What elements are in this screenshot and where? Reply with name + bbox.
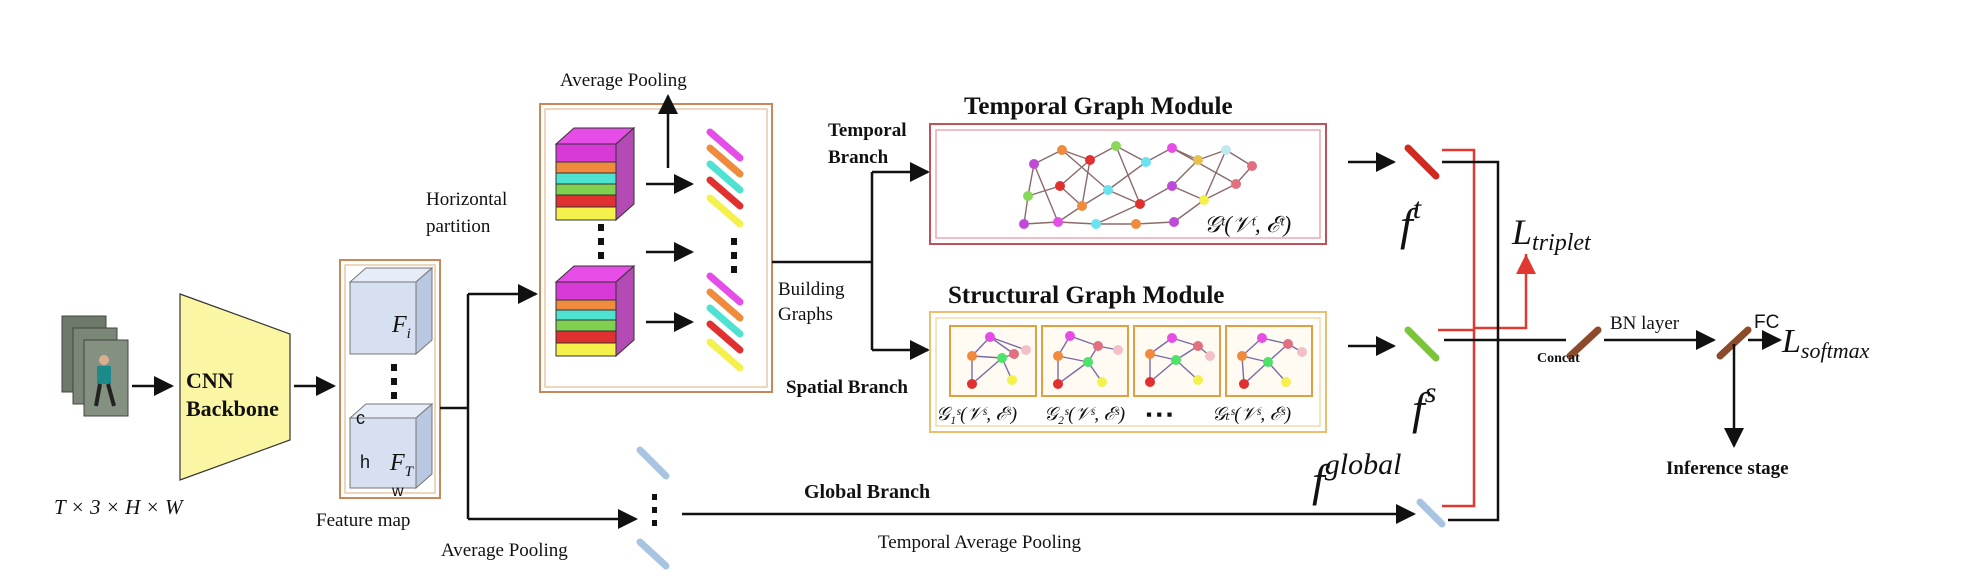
temporal-module-title: Temporal Graph Module (964, 93, 1233, 120)
temporal-module-outer-border (929, 123, 1327, 245)
feature-cube-bottom-label: FT (389, 450, 415, 480)
striped-cube-bottom (554, 264, 636, 358)
dim-c-label: c (356, 408, 365, 428)
spatial-graph-3 (1133, 325, 1221, 397)
spatial-graph-formula-3: 𝒢ₜˢ(𝒱ˢ, ℰˢ) (1212, 404, 1291, 425)
partition-dots-right (731, 238, 737, 273)
fc-label: FC (1754, 312, 1779, 333)
feature-map-label: Feature map (316, 510, 410, 531)
feature-cube-bottom (348, 402, 434, 490)
softmax-loss-label: Lsoftmax (1781, 323, 1870, 363)
partition-outer-border (539, 103, 773, 393)
spatial-feature-bar (1404, 326, 1440, 362)
global-feature-bar (1416, 498, 1446, 528)
spatial-feature-label: fs (1412, 376, 1436, 434)
bn-output-bar (1716, 326, 1752, 360)
structural-module-inner-border (935, 317, 1321, 427)
building-graphs-connectors (772, 162, 930, 360)
concat-bar (1566, 326, 1602, 360)
triplet-loss-label: Ltriplet (1511, 212, 1592, 256)
temporal-feature-bar (1404, 144, 1440, 180)
partition-inner-border (544, 108, 768, 388)
building-graphs-line1: Building (778, 279, 845, 300)
spatial-graph-4 (1225, 325, 1313, 397)
spatial-ellipsis: ▪ ▪ ▪ (1146, 405, 1173, 424)
feature-map-inner-border (344, 264, 436, 494)
average-pooling-bottom-label: Average Pooling (441, 540, 568, 561)
temporal-average-pooling-label: Temporal Average Pooling (878, 532, 1082, 553)
horizontal-partition-line2: partition (426, 216, 491, 237)
feature-split-connectors (440, 284, 638, 529)
dim-w-label: w (391, 483, 404, 500)
backbone-label-line2: Backbone (186, 396, 279, 421)
spatial-graph-2 (1041, 325, 1129, 397)
feature-cube-top (348, 266, 434, 356)
inference-stage-label: Inference stage (1666, 458, 1789, 479)
input-frames (61, 315, 129, 417)
feature-cube-top-label: Fi (391, 312, 411, 342)
horizontal-partition-line1: Horizontal (426, 189, 507, 210)
partition-dots-left (598, 224, 604, 259)
spatial-graph-formula-2: 𝒢₂ˢ(𝒱ˢ, ℰˢ) (1044, 404, 1125, 425)
part-feature-bars (706, 128, 744, 372)
concat-connectors (1442, 160, 1566, 522)
spatial-graph-formula-1: 𝒢₁ˢ(𝒱ˢ, ℰˢ) (936, 404, 1017, 425)
partition-arrows (646, 94, 694, 332)
dim-h-label: h (360, 452, 370, 472)
global-branch-label: Global Branch (804, 481, 930, 503)
spatial-branch-label: Spatial Branch (786, 377, 908, 398)
cnn-backbone (179, 293, 291, 481)
global-feature-label: fglobal (1312, 448, 1401, 506)
global-pooling-dots (652, 494, 657, 526)
global-pooling-bars (636, 446, 670, 570)
average-pooling-top-label: Average Pooling (560, 70, 687, 91)
temporal-graph-formula: 𝒢ᵗ(𝒱ᵗ, ℰᵗ) (1204, 212, 1291, 237)
bn-layer-label: BN layer (1610, 313, 1680, 334)
triplet-connectors (1438, 148, 1528, 508)
striped-cube-top (554, 126, 636, 222)
temporal-graph-nodes (1019, 141, 1257, 229)
structural-module-outer-border (929, 311, 1327, 433)
input-shape-label: T × 3 × H × W (54, 495, 185, 519)
concat-label: Concat (1537, 351, 1580, 366)
temporal-branch-line1: Temporal (828, 120, 906, 141)
backbone-label-line1: CNN (186, 368, 234, 393)
feature-map-dots (391, 364, 397, 399)
spatial-graph-1 (949, 325, 1037, 397)
structural-module-title: Structural Graph Module (948, 282, 1224, 309)
building-graphs-line2: Graphs (778, 304, 833, 325)
temporal-branch-line2: Branch (828, 147, 889, 168)
temporal-feature-label: ft (1400, 192, 1422, 250)
feature-map-outer-border (339, 259, 441, 499)
temporal-module-inner-border (935, 129, 1321, 239)
